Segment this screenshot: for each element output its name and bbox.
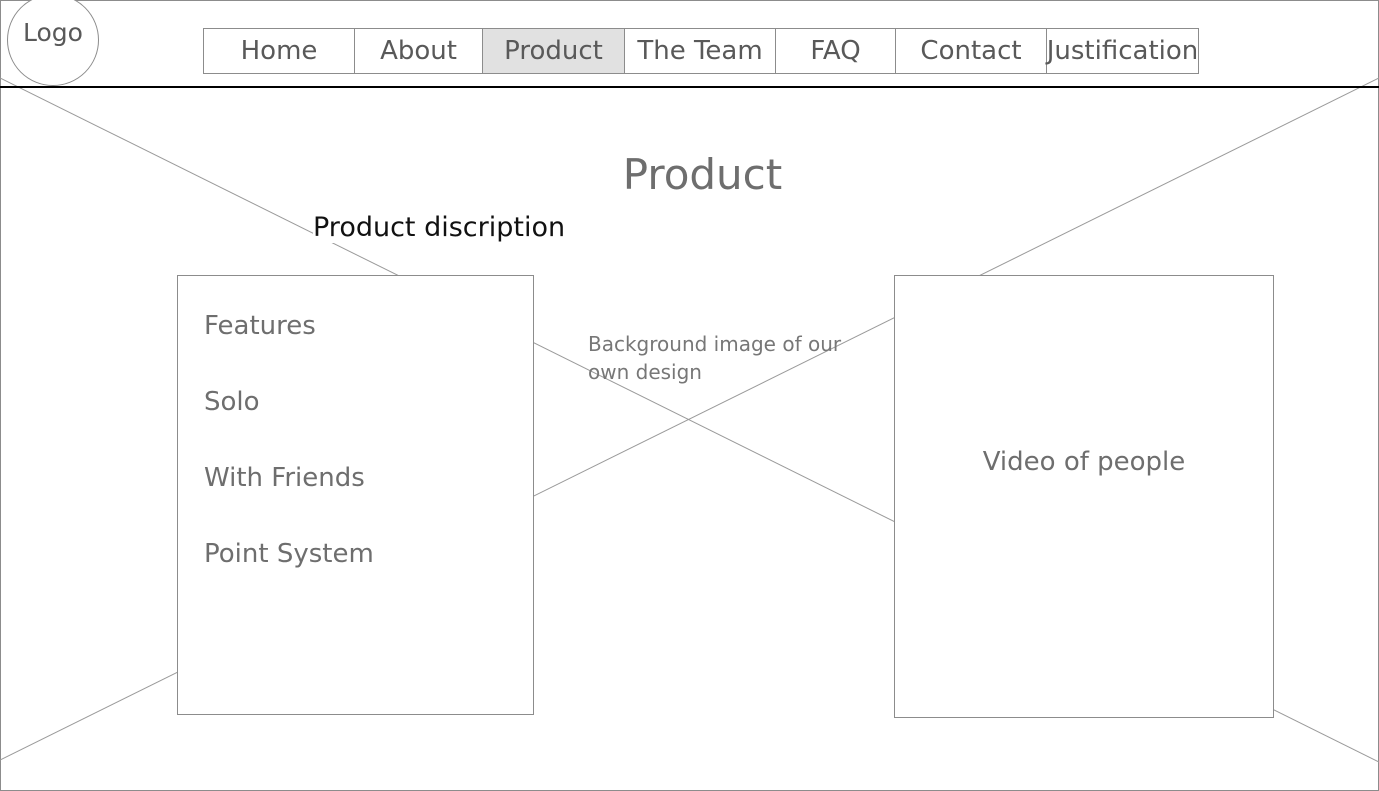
nav-item-contact[interactable]: Contact — [896, 29, 1047, 73]
nav-item-product[interactable]: Product — [483, 29, 625, 73]
features-item-with-friends[interactable]: With Friends — [204, 463, 365, 493]
features-item-point-system[interactable]: Point System — [204, 539, 374, 569]
nav-item-home[interactable]: Home — [204, 29, 355, 73]
top-navigation: Home About Product The Team FAQ Contact … — [203, 28, 1199, 74]
nav-item-justification[interactable]: Justification — [1046, 36, 1199, 66]
page-title: Product — [622, 150, 783, 199]
logo-label: Logo — [23, 18, 83, 47]
background-image-note: Background image of our own design — [588, 332, 842, 384]
header-divider — [0, 86, 1379, 88]
video-placeholder[interactable]: Video of people — [894, 275, 1274, 718]
nav-item-the-team[interactable]: The Team — [625, 29, 776, 73]
features-item-features[interactable]: Features — [204, 311, 316, 341]
nav-item-about[interactable]: About — [355, 29, 483, 73]
features-item-solo[interactable]: Solo — [204, 387, 260, 417]
nav-item-faq[interactable]: FAQ — [776, 29, 896, 73]
features-panel: Features Solo With Friends Point System — [177, 275, 534, 715]
logo[interactable]: Logo — [7, 0, 99, 86]
product-description-heading: Product discription — [313, 212, 570, 243]
video-label: Video of people — [982, 447, 1186, 477]
